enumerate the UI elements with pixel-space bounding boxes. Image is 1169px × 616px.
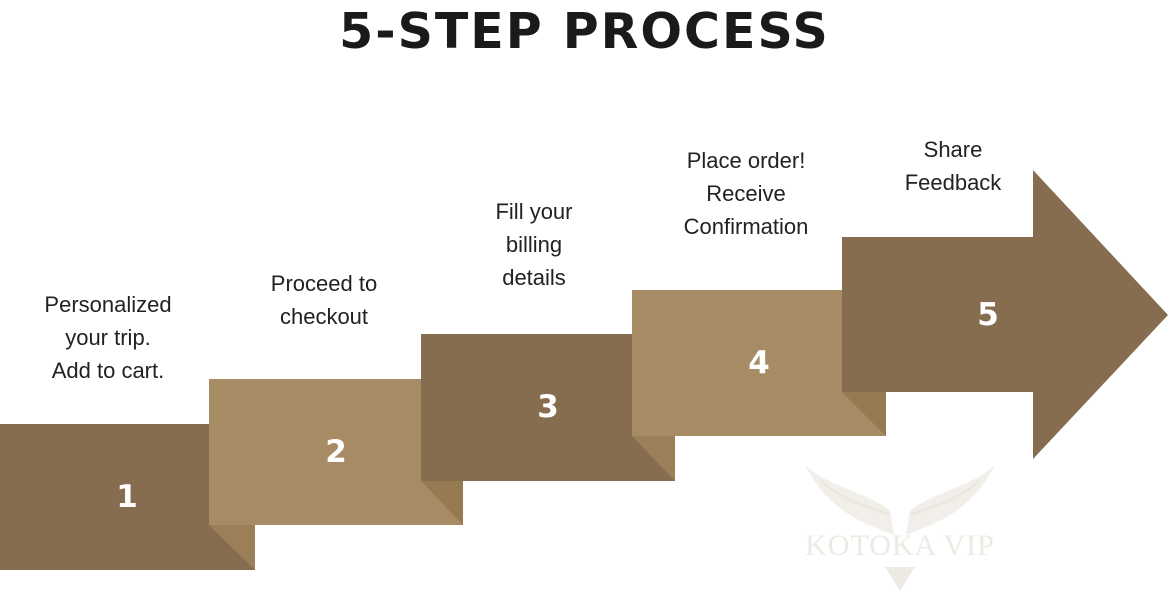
- step-2-fold: [421, 481, 463, 525]
- step-1-number: 1: [116, 479, 138, 515]
- step-2-number: 2: [325, 434, 347, 470]
- step-3-fold: [632, 436, 675, 481]
- step-1-label-line: your trip.: [65, 325, 151, 350]
- step-4-number: 4: [748, 345, 770, 381]
- page-title: 5-STEP PROCESS: [339, 3, 830, 60]
- step-1-label-line: Add to cart.: [51, 358, 165, 383]
- step-4-label-line: Place order!: [686, 148, 806, 173]
- step-5-arrow: [842, 170, 1168, 459]
- step-5-label: Share Feedback: [853, 133, 1053, 199]
- step-5-label-line: Share: [923, 137, 983, 162]
- step-4-label-line: Receive: [706, 181, 786, 206]
- step-5-label-line: Feedback: [904, 170, 1002, 195]
- step-4-fold: [842, 392, 886, 436]
- watermark-text: KOTOKA VIP: [805, 529, 995, 562]
- step-3-label: Fill your billing details: [434, 195, 634, 294]
- step-4-label: Place order! Receive Confirmation: [646, 144, 846, 243]
- step-5-number: 5: [977, 297, 999, 333]
- step-3-label-line: Fill your: [495, 199, 573, 224]
- step-3-label-line: details: [502, 265, 566, 290]
- wings-icon: [805, 465, 995, 591]
- step-2-label: Proceed to checkout: [224, 267, 424, 333]
- step-2-label-line: Proceed to: [270, 271, 378, 296]
- watermark-logo: KOTOKA VIP: [790, 455, 1010, 595]
- step-3-label-line: billing: [505, 232, 563, 257]
- step-2-block: [209, 379, 463, 525]
- step-1-fold: [209, 525, 255, 570]
- step-1-label-line: Personalized: [44, 292, 172, 317]
- step-1-label: Personalized your trip. Add to cart.: [8, 288, 208, 387]
- step-3-number: 3: [537, 389, 559, 425]
- step-2-label-line: checkout: [279, 304, 369, 329]
- step-4-label-line: Confirmation: [683, 214, 809, 239]
